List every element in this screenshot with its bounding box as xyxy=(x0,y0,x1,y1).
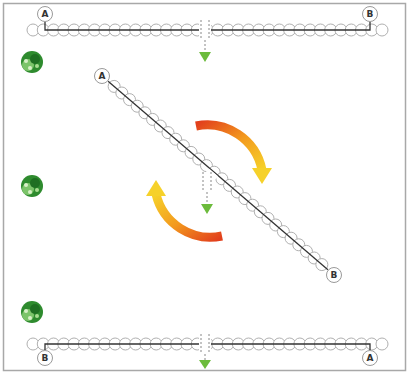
field-border xyxy=(4,4,406,371)
boom-end-label: A xyxy=(94,68,110,84)
end-letter: B xyxy=(331,271,338,280)
plant-icon xyxy=(21,175,43,197)
end-letter: A xyxy=(367,354,374,363)
end-letter: B xyxy=(42,354,49,363)
plant-icon xyxy=(21,51,43,73)
arrowhead xyxy=(252,168,272,184)
boom-end-label: A xyxy=(362,350,378,366)
boom-line xyxy=(108,81,328,270)
end-letter: A xyxy=(42,10,49,19)
arrowhead xyxy=(146,180,166,196)
rotation-arrow xyxy=(156,194,222,237)
boom-center xyxy=(196,168,218,214)
rotation-arrow xyxy=(196,125,262,170)
nozzle-row xyxy=(108,80,328,270)
boom-end-label: B xyxy=(326,267,342,283)
plant-icon xyxy=(21,301,43,323)
end-letter: B xyxy=(367,10,374,19)
boom-center xyxy=(199,334,211,369)
boom-end-label: B xyxy=(37,350,53,366)
boom-end-label: A xyxy=(37,6,53,22)
boom-end-label: B xyxy=(362,6,378,22)
end-letter: A xyxy=(99,72,106,81)
boom-center xyxy=(199,20,211,62)
